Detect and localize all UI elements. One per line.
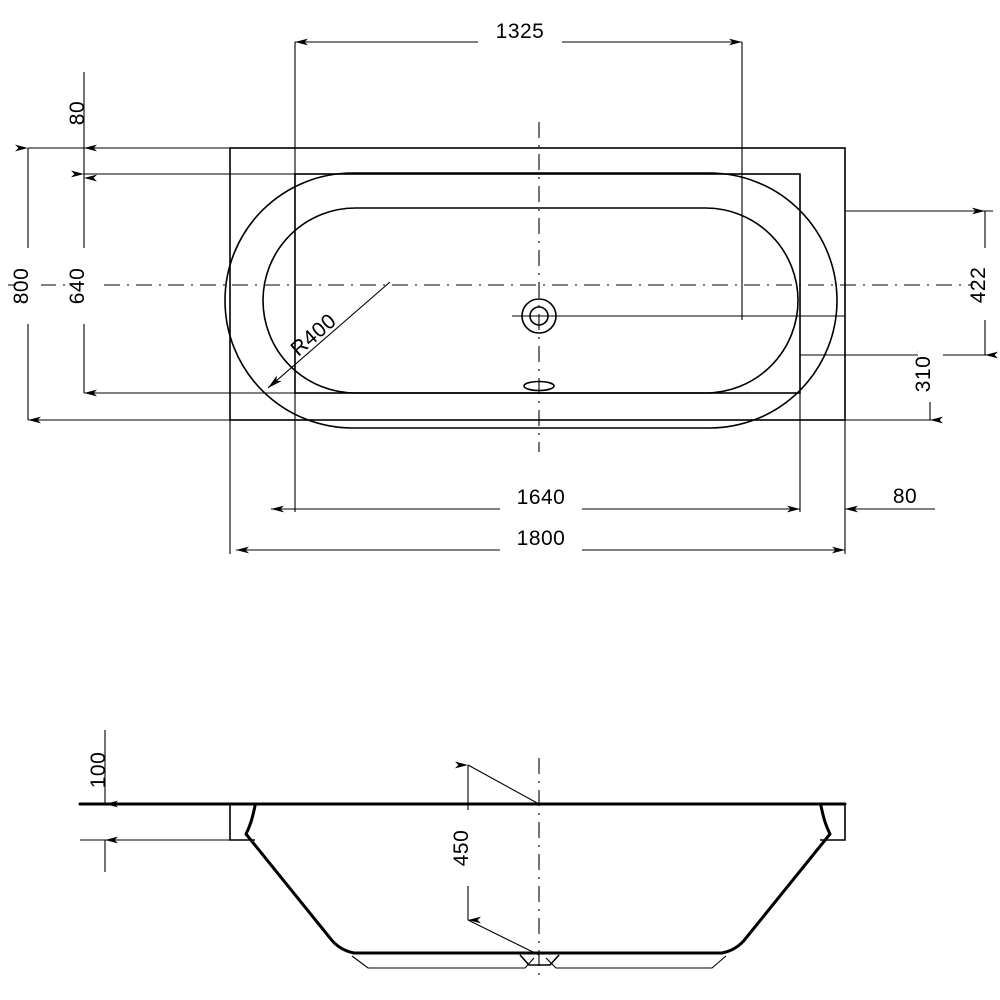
dimension-100: 100 (87, 730, 118, 872)
dimension-800: 800 (10, 144, 41, 424)
tub-outer-rectangle (229, 147, 846, 421)
dimension-label-422: 422 (967, 267, 990, 304)
dimension-label-800: 800 (10, 268, 33, 305)
tub-outer-oval (224, 172, 838, 429)
dimension-label-100: 100 (87, 752, 110, 789)
top-view-extension-lines (28, 42, 993, 554)
dimension-R400: R400 (267, 281, 391, 389)
overflow-slot-icon (523, 380, 555, 392)
dimension-80-rim-right: 80 (845, 485, 935, 513)
dimension-label-80-rim-top: 80 (66, 101, 89, 125)
dimension-label-80-rim-right: 80 (893, 485, 917, 508)
tub-inner-rim-rectangle (294, 173, 801, 394)
dimension-80-rim-top: 80 (66, 72, 97, 182)
dimension-label-1800: 1800 (517, 527, 566, 550)
drain-hole-icon (512, 298, 845, 334)
dimension-450: 450 (450, 761, 540, 956)
dimension-label-310: 310 (912, 356, 935, 393)
dimension-1640: 1640 (271, 486, 800, 513)
elevation-right-rim-tab (820, 804, 846, 841)
dimension-1325: 1325 (295, 19, 742, 46)
dimension-1800: 1800 (236, 527, 845, 554)
dimension-640: 640 (66, 170, 97, 397)
elevation-left-foot-detail (351, 955, 535, 969)
dimension-label-1640: 1640 (517, 486, 566, 509)
dimension-label-1325: 1325 (496, 20, 545, 43)
dimension-label-450: 450 (450, 830, 473, 867)
dimension-422: 422 (967, 207, 998, 359)
elevation-tub-body-outline (244, 804, 832, 955)
dimension-label-640: 640 (66, 268, 89, 305)
top-view-geometry (8, 122, 995, 452)
elevation-right-foot-detail (545, 955, 727, 969)
tub-inner-oval (262, 207, 799, 394)
dimension-310: 310 (912, 340, 943, 424)
